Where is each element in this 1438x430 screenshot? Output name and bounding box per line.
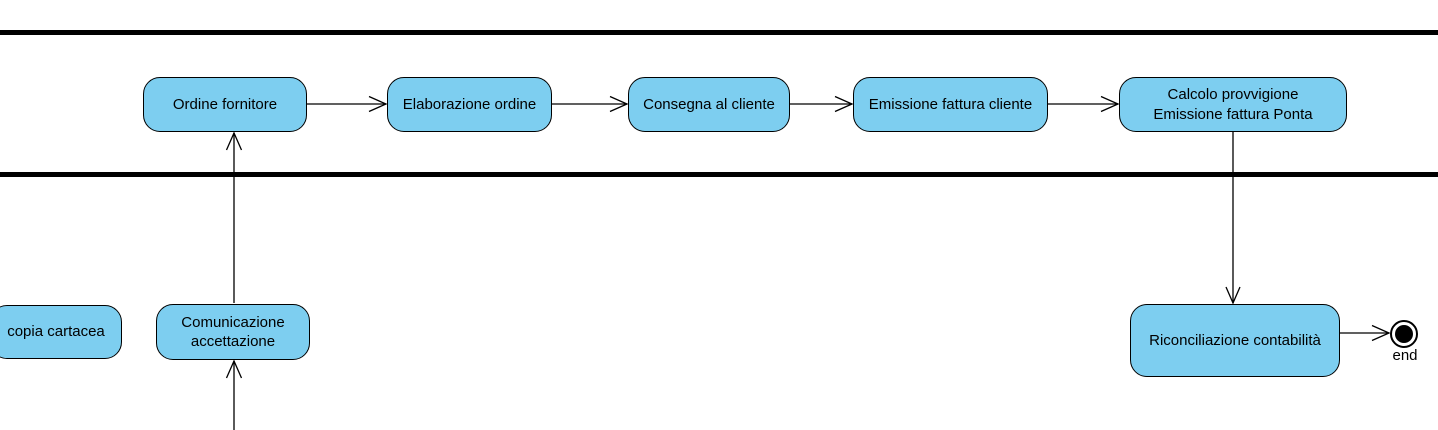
node-label: copia cartacea [7,323,105,341]
swimlane-divider-top [0,30,1438,35]
node-consegna-al-cliente[interactable]: Consegna al cliente [628,77,790,132]
edge-emissione-to-calcolo [1048,95,1120,113]
node-emissione-fattura-cliente[interactable]: Emissione fattura cliente [853,77,1048,132]
end-state-dot-icon [1395,325,1413,343]
node-comunicazione-accettazione[interactable]: Comunicazione accettazione [156,304,310,360]
edge-bottom-to-comunicazione [225,359,243,430]
node-label: Comunicazione accettazione [181,313,285,351]
node-label: Calcolo provvigione Emissione fattura Po… [1153,86,1313,123]
node-label: Consegna al cliente [643,95,775,113]
edge-riconciliazione-to-end [1340,324,1391,342]
end-state-label: end [1392,347,1418,364]
node-elaborazione-ordine[interactable]: Elaborazione ordine [387,77,552,132]
edge-calcolo-to-riconciliazione [1225,132,1241,305]
node-calcolo-provvigione[interactable]: Calcolo provvigione Emissione fattura Po… [1119,77,1347,132]
end-state-node[interactable] [1390,320,1418,348]
edge-elaborazione-to-consegna [552,95,629,113]
node-copia-cartacea[interactable]: copia cartacea [0,305,122,359]
edge-consegna-to-emissione [790,95,854,113]
node-riconciliazione-contabilita[interactable]: Riconciliazione contabilità [1130,304,1340,377]
node-label: Emissione fattura cliente [868,95,1033,113]
node-label: Elaborazione ordine [402,95,537,113]
swimlane-divider-middle [0,172,1438,177]
node-ordine-fornitore[interactable]: Ordine fornitore [143,77,307,132]
node-label: Riconciliazione contabilità [1149,331,1321,349]
node-label: Ordine fornitore [172,95,278,113]
edge-comunicazione-to-ordine [225,131,243,303]
edge-ordine-to-elaborazione [307,95,388,113]
